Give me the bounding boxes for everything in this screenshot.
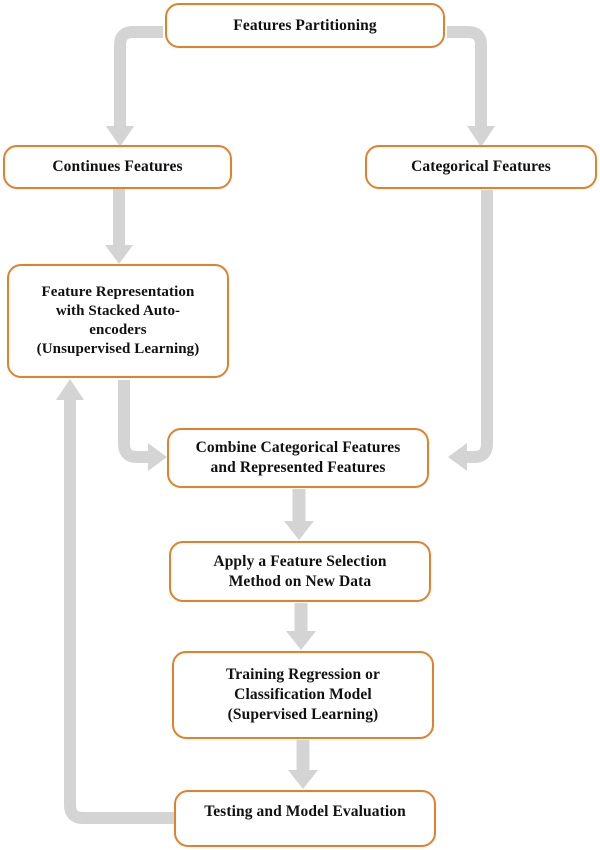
edge-partition-to-continues xyxy=(106,26,163,147)
edge-combine-to-selection xyxy=(284,489,314,540)
edge-partition-to-categorical xyxy=(447,26,495,147)
node-features-partitioning[interactable]: Features Partitioning xyxy=(165,3,445,48)
edge-testing-feedback-to-representation xyxy=(56,379,174,824)
node-label: Feature Representation with Stacked Auto… xyxy=(36,283,200,358)
node-label: Testing and Model Evaluation xyxy=(204,803,406,820)
node-testing-evaluation[interactable]: Testing and Model Evaluation xyxy=(174,790,436,847)
edge-categorical-to-combine xyxy=(448,190,493,471)
edge-representation-to-combine xyxy=(118,380,167,471)
node-label: Features Partitioning xyxy=(233,16,377,34)
node-label: Combine Categorical Features and Represe… xyxy=(195,439,401,476)
node-continues-features[interactable]: Continues Features xyxy=(3,145,232,189)
node-apply-feature-selection[interactable]: Apply a Feature Selection Method on New … xyxy=(169,541,431,602)
node-combine-features[interactable]: Combine Categorical Features and Represe… xyxy=(167,428,429,488)
node-label: Training Regression or Classification Mo… xyxy=(225,666,381,723)
node-categorical-features[interactable]: Categorical Features xyxy=(365,145,597,189)
edge-selection-to-training xyxy=(286,603,316,650)
node-label: Apply a Feature Selection Method on New … xyxy=(213,552,387,590)
edge-training-to-testing xyxy=(288,740,318,789)
node-label: Continues Features xyxy=(52,158,183,176)
edge-continues-to-representation xyxy=(105,189,133,264)
node-label: Categorical Features xyxy=(411,158,551,176)
node-feature-representation[interactable]: Feature Representation with Stacked Auto… xyxy=(7,264,229,378)
node-training-model[interactable]: Training Regression or Classification Mo… xyxy=(172,651,434,739)
